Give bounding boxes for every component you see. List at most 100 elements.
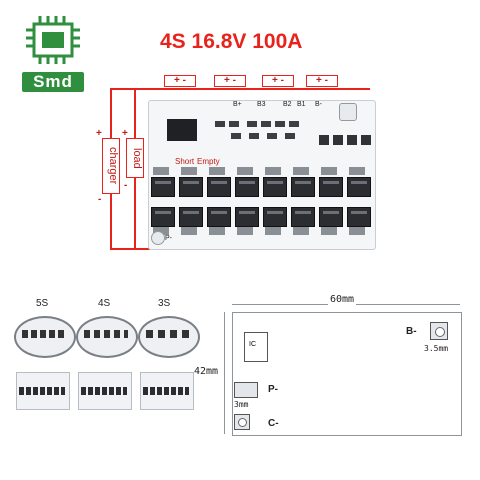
- variant-board-4s: [78, 372, 132, 410]
- component: [347, 135, 357, 145]
- bms-board-illustration: + - + - + - + - + charger - + load - B+ …: [90, 68, 390, 268]
- mosfet: [291, 177, 315, 197]
- mosfet-tab: [209, 227, 225, 235]
- height-dimension: 42mm: [194, 366, 219, 377]
- component: [247, 121, 257, 127]
- component: [319, 135, 329, 145]
- load-minus: -: [124, 180, 128, 191]
- charger-label: charger: [102, 138, 120, 194]
- product-title: 4S 16.8V 100A: [160, 30, 303, 53]
- mosfet-tab: [181, 227, 197, 235]
- variant-zoom-3s: [138, 316, 200, 358]
- mosfet-tab: [237, 167, 253, 175]
- mosfet: [347, 177, 371, 197]
- empty-label: Empty: [197, 157, 220, 166]
- height-dimension-line: [224, 312, 225, 434]
- hole: [238, 418, 247, 427]
- cell-terminal-4: + -: [306, 75, 338, 87]
- short-label: Short: [175, 157, 195, 166]
- mosfet-tab: [293, 167, 309, 175]
- variant-label-4s: 4S: [98, 298, 111, 309]
- mosfet: [263, 177, 287, 197]
- mosfet-tab: [321, 167, 337, 175]
- component-strip: [22, 330, 66, 338]
- component-strip: [84, 330, 128, 338]
- bottom-wire: [110, 248, 150, 250]
- component: [231, 133, 241, 139]
- label-b3: B3: [257, 101, 266, 108]
- variant-zoom-4s: [76, 316, 138, 358]
- component-strip: [146, 330, 190, 338]
- mosfet: [235, 207, 259, 227]
- charger-minus: -: [98, 194, 102, 205]
- variant-zoom-5s: [14, 316, 76, 358]
- ic-chip: [167, 119, 197, 141]
- brand-logo: Smd: [14, 10, 92, 94]
- board-outline: [232, 312, 462, 436]
- component: [361, 135, 371, 145]
- variant-label-3s: 3S: [158, 298, 171, 309]
- mosfet: [151, 177, 175, 197]
- mosfet-tab: [349, 167, 365, 175]
- b-minus-label: B-: [406, 326, 417, 337]
- mosfet-strip: [143, 387, 189, 395]
- chip-icon: [26, 16, 80, 64]
- component: [229, 121, 239, 127]
- mosfet-tab: [293, 227, 309, 235]
- ic-label: IC: [249, 341, 256, 348]
- p-minus-pad: [234, 382, 258, 398]
- mosfet: [179, 207, 203, 227]
- component: [275, 121, 285, 127]
- mosfet-tab: [349, 227, 365, 235]
- mosfet: [235, 177, 259, 197]
- logo-text: Smd: [22, 72, 84, 92]
- p-minus-label: P-: [165, 235, 172, 242]
- component: [289, 121, 299, 127]
- top-wire: [160, 88, 370, 90]
- mosfet-tab: [209, 167, 225, 175]
- mosfet: [179, 177, 203, 197]
- mount-pad: [339, 103, 357, 121]
- component: [333, 135, 343, 145]
- mosfet-tab: [265, 167, 281, 175]
- mosfet-strip: [19, 387, 65, 395]
- charger-plus: +: [96, 128, 102, 139]
- mosfet: [319, 207, 343, 227]
- component: [267, 133, 277, 139]
- b-minus-pad: [430, 322, 448, 340]
- c-minus-label: C-: [268, 418, 279, 429]
- mosfet-tab: [321, 227, 337, 235]
- variant-board-3s: [140, 372, 194, 410]
- mosfet: [291, 207, 315, 227]
- label-b-minus: B-: [315, 101, 322, 108]
- label-b2: B2: [283, 101, 292, 108]
- mosfet-tab: [181, 167, 197, 175]
- cell-terminal-3: + -: [262, 75, 294, 87]
- mosfet: [151, 207, 175, 227]
- width-dimension: 60mm: [328, 294, 357, 305]
- variant-label-5s: 5S: [36, 298, 49, 309]
- cell-terminal-1: + -: [164, 75, 196, 87]
- variant-board-5s: [16, 372, 70, 410]
- mosfet: [347, 207, 371, 227]
- ic-outline: IC: [244, 332, 268, 362]
- mosfet-tab: [265, 227, 281, 235]
- variant-previews: 5S 4S 3S: [10, 298, 210, 418]
- label-b1: B1: [297, 101, 306, 108]
- component: [249, 133, 259, 139]
- pcb: B+ B3 B2 B1 B- Short Empty: [148, 100, 376, 250]
- label-b-plus: B+: [233, 101, 242, 108]
- component: [215, 121, 225, 127]
- c-minus-pad: [234, 414, 250, 430]
- mosfet-strip: [81, 387, 127, 395]
- mosfet: [263, 207, 287, 227]
- component: [261, 121, 271, 127]
- p-pad-size: 3mm: [234, 400, 249, 409]
- p-minus-pad: [151, 231, 165, 245]
- dimension-drawing: 60mm 42mm IC B- 3.5mm P- 3mm C-: [194, 294, 466, 438]
- mosfet: [207, 177, 231, 197]
- load-label: load: [126, 138, 144, 178]
- mosfet: [319, 177, 343, 197]
- left-top-wire: [110, 88, 162, 90]
- cell-terminal-2: + -: [214, 75, 246, 87]
